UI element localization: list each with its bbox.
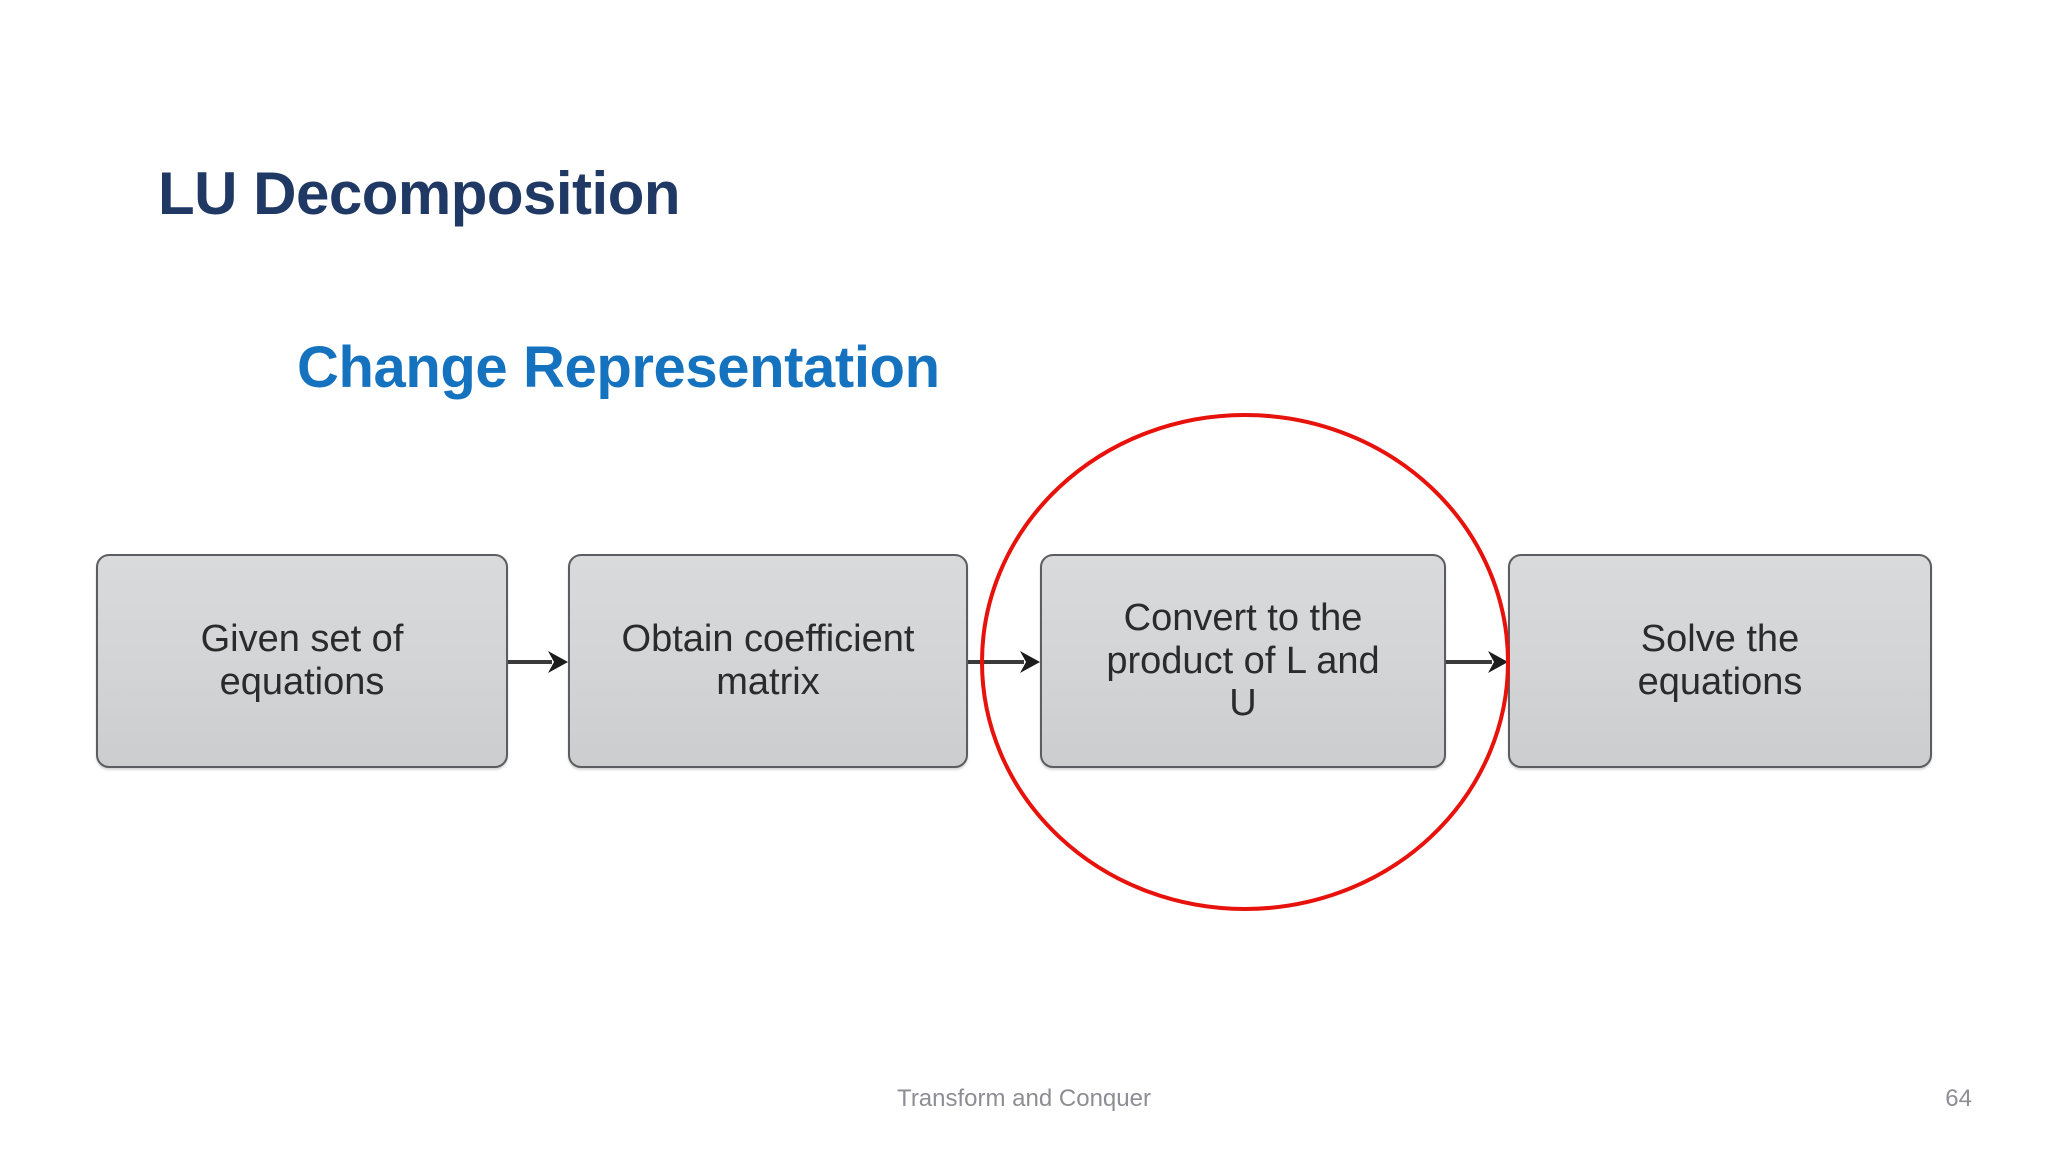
flow-box-convert-to-lu-product: Convert to the product of L and U	[1040, 554, 1446, 768]
page-number: 64	[1945, 1085, 1972, 1112]
flow-arrow-2-to-3	[968, 645, 1040, 679]
flow-arrow-3-to-4	[1446, 645, 1508, 679]
flow-box-label: Given set of equations	[200, 618, 404, 703]
flow-box-solve-the-equations: Solve the equations	[1508, 554, 1932, 768]
flow-box-label: Obtain coefficient matrix	[621, 618, 915, 703]
flow-box-obtain-coefficient-matrix: Obtain coefficient matrix	[568, 554, 968, 768]
flow-box-label: Solve the equations	[1637, 618, 1803, 703]
footer-note: Transform and Conquer	[897, 1085, 1151, 1112]
flow-box-given-set-of-equations: Given set of equations	[96, 554, 508, 768]
page-title: LU Decomposition	[158, 160, 681, 228]
flow-box-label: Convert to the product of L and U	[1106, 597, 1380, 725]
slide-subtitle: Change Representation	[297, 335, 940, 401]
flow-arrow-1-to-2	[508, 645, 568, 679]
